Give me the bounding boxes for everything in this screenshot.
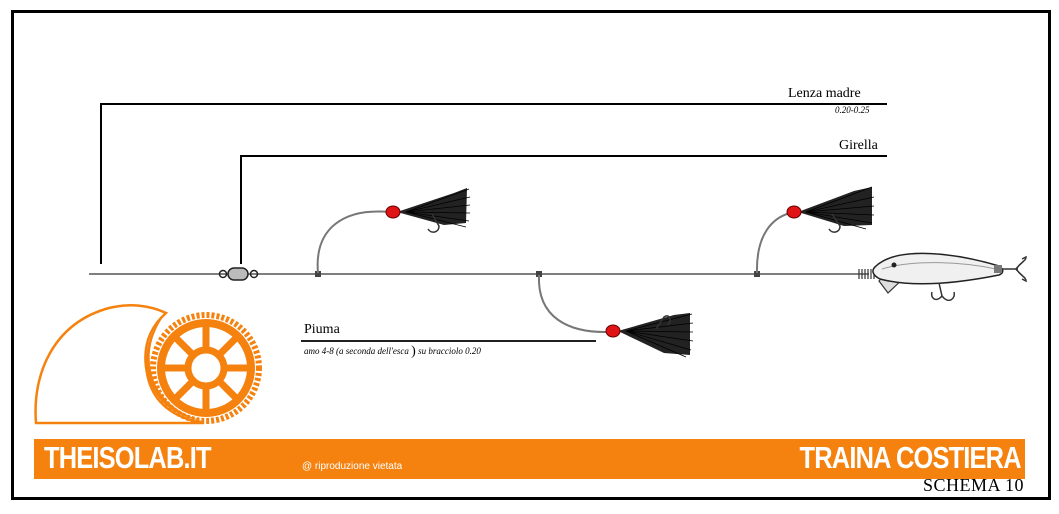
swivel-leader: [240, 155, 887, 264]
feather-detail-bracket: ): [411, 344, 416, 359]
rig-diagram: [34, 103, 1027, 425]
feather-lure-icon: [605, 313, 694, 358]
main-line-title: Lenza madre: [788, 86, 861, 101]
swivel-icon: [218, 267, 259, 281]
feather-lure-2: [536, 271, 694, 358]
main-line-leader: [100, 103, 887, 264]
feather-lure-3: [754, 186, 875, 277]
diagram-frame: Lenza madre 0.20-0.25 Girella Piuma amo …: [11, 10, 1051, 500]
footer-banner: THEISOLAB.IT @ riproduzione vietata TRAI…: [34, 439, 1025, 479]
treble-hook-icon: [930, 282, 956, 302]
feather-detail-branch-text: su bracciolo 0.20: [418, 346, 481, 356]
feather-detail-hook-text: amo 4-8 (a seconda dell'esca: [304, 346, 409, 356]
feather-title: Piuma: [304, 322, 340, 337]
treble-hook-icon: [1002, 255, 1027, 283]
schema-number: SCHEMA 10: [922, 475, 1024, 495]
brand-name[interactable]: THEISOLAB.IT: [44, 440, 212, 475]
rig-title: TRAINA COSTIERA: [799, 440, 1022, 475]
swivel-title: Girella: [839, 138, 878, 153]
minnow-lure-icon: [858, 252, 1027, 302]
feather-detail-a: amo 4-8 (a seconda dell'esca ) su bracci…: [304, 343, 481, 359]
feather-lure-1: [315, 188, 471, 277]
main-line-detail: 0.20-0.25: [835, 105, 870, 115]
copyright-notice: @ riproduzione vietata: [302, 461, 403, 472]
feather-lure-icon: [385, 188, 471, 233]
logo-wheel-icon: [34, 304, 262, 425]
feather-lure-icon: [786, 186, 875, 233]
